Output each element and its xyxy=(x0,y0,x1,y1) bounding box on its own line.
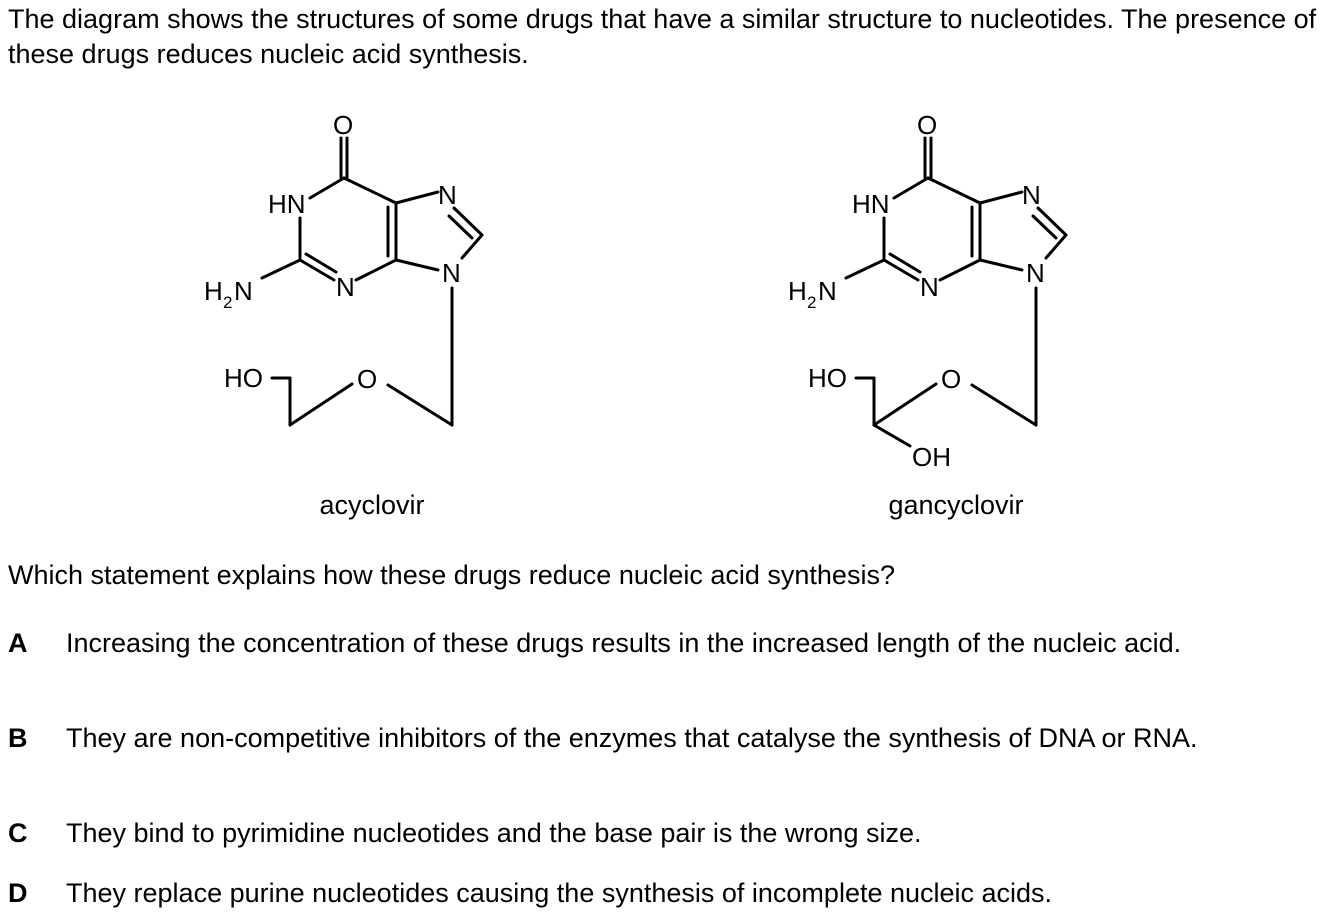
option-text: Increasing the concentration of these dr… xyxy=(66,628,1182,658)
gancyclovir-atom-ether-o: O xyxy=(941,364,961,394)
acyclovir-atom-n3: N xyxy=(336,272,355,302)
gancyclovir-structure: O HN N N N H 2 N HO O OH xyxy=(774,100,1094,480)
option-text: They bind to pyrimidine nucleotides and … xyxy=(66,818,922,848)
acyclovir-atom-hn: HN xyxy=(268,189,306,219)
gancyclovir-atom-n9: N xyxy=(1026,258,1045,288)
acyclovir-atom-o: O xyxy=(333,110,353,140)
gancyclovir-atom-amine-n: N xyxy=(818,276,837,306)
option-text: They are non-competitive inhibitors of t… xyxy=(66,723,1198,753)
gancyclovir-atom-o: O xyxy=(917,110,937,140)
acyclovir-caption: acyclovir xyxy=(319,490,425,520)
acyclovir-structure: O HN N N N H 2 N HO O xyxy=(190,100,510,440)
option-letter: A xyxy=(8,628,28,658)
intro-text: The diagram shows the structures of some… xyxy=(8,4,1317,69)
acyclovir-atom-amine-sub: 2 xyxy=(223,293,232,312)
option-b[interactable]: B They are non-competitive inhibitors of… xyxy=(8,721,1328,793)
acyclovir-atom-n9: N xyxy=(442,258,461,288)
option-d[interactable]: D They replace purine nucleotides causin… xyxy=(8,876,1328,912)
gancyclovir-atom-oh: OH xyxy=(912,442,951,472)
gancyclovir-atom-n7: N xyxy=(1022,180,1041,210)
acyclovir-atom-ether-o: O xyxy=(357,364,377,394)
option-letter: D xyxy=(8,878,28,908)
acyclovir-atom-ho: HO xyxy=(224,363,263,393)
option-a[interactable]: A Increasing the concentration of these … xyxy=(8,626,1328,698)
acyclovir-atom-n7: N xyxy=(438,180,457,210)
option-letter: C xyxy=(8,818,28,848)
gancyclovir-atom-amine-sub: 2 xyxy=(807,293,816,312)
gancyclovir-atom-amine-h: H xyxy=(788,276,807,306)
gancyclovir-atom-hn: HN xyxy=(852,189,890,219)
gancyclovir-atom-ho: HO xyxy=(808,363,847,393)
option-text: They replace purine nucleotides causing … xyxy=(66,878,1053,908)
acyclovir-atom-amine-h: H xyxy=(204,276,223,306)
question-text: Which statement explains how these drugs… xyxy=(8,560,895,590)
gancyclovir-atom-n3: N xyxy=(920,272,939,302)
acyclovir-atom-amine-n: N xyxy=(234,276,253,306)
gancyclovir-caption: gancyclovir xyxy=(888,490,1024,520)
option-letter: B xyxy=(8,723,28,753)
option-c[interactable]: C They bind to pyrimidine nucleotides an… xyxy=(8,816,1328,852)
